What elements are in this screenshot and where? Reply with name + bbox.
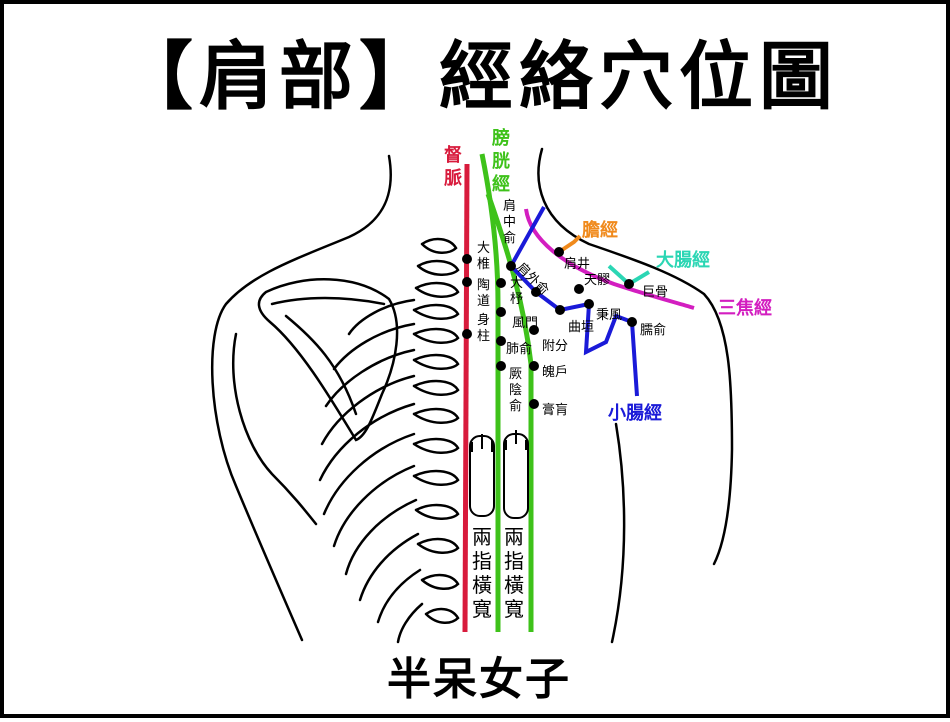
right-back-outline bbox=[610, 422, 626, 644]
point-fufen-label: 附分 bbox=[542, 339, 568, 354]
bladder-meridian-label: 膀 胱 經 bbox=[491, 127, 510, 195]
point-jueyinshu-dot bbox=[496, 361, 506, 371]
point-jugu-dot bbox=[624, 279, 634, 289]
point-dazhu-label: 大 杼 bbox=[510, 276, 523, 307]
left-neck-shoulder-outline bbox=[210, 154, 392, 642]
point-jianzhongshu-dot bbox=[506, 261, 516, 271]
scapula bbox=[257, 278, 399, 442]
point-jianjing-dot bbox=[554, 247, 564, 257]
point-feishu-dot bbox=[496, 336, 506, 346]
jueyinshu-char-2: 陰 bbox=[509, 383, 522, 398]
point-naoshu-dot bbox=[627, 317, 637, 327]
point-fengmen-label: 風門 bbox=[512, 316, 538, 331]
dazhui-char-1: 大 bbox=[477, 241, 490, 256]
du-meridian-line bbox=[462, 163, 470, 633]
point-shenzhu-dot bbox=[462, 329, 472, 339]
san-jiao-meridian-line bbox=[524, 208, 695, 310]
page-title: 【肩部】經絡穴位圖 bbox=[119, 34, 839, 120]
point-pohu-dot bbox=[529, 361, 539, 371]
right-neck-shoulder-outline bbox=[537, 147, 734, 566]
taodao-char-2: 道 bbox=[477, 294, 490, 309]
point-quyuan-label: 曲垣 bbox=[568, 320, 594, 335]
point-gaohuang-dot bbox=[529, 399, 539, 409]
ribs bbox=[318, 298, 424, 644]
du-label-char-1: 督 bbox=[444, 144, 462, 166]
scapula-edge bbox=[284, 314, 358, 416]
point-taodao-dot bbox=[462, 277, 472, 287]
point-tianliao-dot bbox=[574, 284, 584, 294]
point-taodao-label: 陶 道 bbox=[477, 277, 490, 309]
width-right-char-3: 橫 bbox=[504, 573, 524, 597]
width-left-char-2: 指 bbox=[472, 549, 492, 573]
bladder-meridian-outer-line bbox=[485, 193, 534, 632]
width-label-right: 兩 指 橫 寬 bbox=[504, 525, 524, 621]
point-jugu-label: 巨骨 bbox=[642, 285, 668, 300]
large-intestine-meridian-label: 大腸經 bbox=[656, 249, 710, 271]
finger-width-marker bbox=[469, 430, 529, 519]
point-gaohuang-label: 膏肓 bbox=[542, 402, 568, 418]
width-label-left: 兩 指 橫 寬 bbox=[472, 525, 492, 621]
width-right-char-2: 指 bbox=[504, 549, 524, 573]
point-jueyinshu-label: 厥 陰 俞 bbox=[509, 367, 522, 414]
point-dazhu-dot bbox=[496, 278, 506, 288]
point-fengmen-dot bbox=[496, 307, 506, 317]
point-dazhui-label: 大 椎 bbox=[477, 241, 490, 272]
width-left-char-3: 橫 bbox=[472, 573, 492, 597]
width-left-char-1: 兩 bbox=[472, 525, 492, 549]
jueyinshu-char-1: 厥 bbox=[509, 367, 522, 382]
point-naoshu-label: 臑俞 bbox=[640, 322, 666, 338]
humerus bbox=[232, 332, 318, 526]
dazhui-char-2: 椎 bbox=[477, 257, 490, 272]
scapula-spine bbox=[270, 296, 386, 306]
shenzhu-char-1: 身 bbox=[477, 312, 490, 328]
du-label-char-2: 脈 bbox=[444, 167, 462, 189]
point-pohu-label: 魄戶 bbox=[542, 364, 568, 380]
gallbladder-meridian-label: 膽經 bbox=[582, 219, 618, 241]
gallbladder-meridian-line bbox=[557, 234, 582, 254]
small-intestine-meridian-label: 小腸經 bbox=[608, 402, 662, 424]
point-tianliao-label: 天髎 bbox=[584, 273, 610, 288]
shenzhu-char-2: 柱 bbox=[477, 329, 490, 344]
dazhu-char-1: 大 bbox=[510, 276, 523, 291]
width-right-char-1: 兩 bbox=[504, 525, 524, 549]
point-bingfeng-dot bbox=[584, 299, 594, 309]
bladder-meridian-inner-line bbox=[479, 153, 501, 632]
point-jianjing-label: 肩井 bbox=[564, 256, 590, 272]
point-shenzhu-label: 身 柱 bbox=[477, 312, 490, 344]
acupoint-dots bbox=[462, 247, 637, 409]
jianzhongshu-char-1: 肩 bbox=[503, 198, 516, 214]
point-jianwaishu-dot bbox=[531, 287, 541, 297]
point-bingfeng-label: 秉風 bbox=[596, 307, 622, 323]
brand-logo: 半呆女子 bbox=[387, 654, 571, 705]
taodao-char-1: 陶 bbox=[477, 277, 490, 293]
jianzhongshu-char-3: 俞 bbox=[503, 230, 516, 246]
point-quyuan-dot bbox=[555, 305, 565, 315]
jueyinshu-char-3: 俞 bbox=[509, 398, 522, 414]
point-fufen-dot bbox=[529, 325, 539, 335]
width-right-char-4: 寬 bbox=[504, 597, 524, 621]
point-jianzhongshu-label: 肩 中 俞 bbox=[503, 198, 516, 246]
bladder-label-char-2: 胱 bbox=[492, 151, 510, 172]
point-dazhui-dot bbox=[462, 254, 472, 264]
body-outline bbox=[210, 147, 734, 644]
bladder-label-char-1: 膀 bbox=[491, 127, 510, 149]
vertebrae bbox=[412, 237, 460, 624]
san-jiao-meridian-label: 三焦經 bbox=[718, 297, 772, 319]
point-feishu-label: 肺俞 bbox=[506, 341, 532, 357]
acupoint-diagram: 督 脈 膀 胱 經 膽經 大腸經 三焦經 小腸經 大 椎 陶 道 身 柱 肩 中… bbox=[210, 127, 772, 705]
bladder-label-char-3: 經 bbox=[492, 173, 510, 195]
jianzhongshu-char-2: 中 bbox=[503, 215, 516, 230]
width-left-char-4: 寬 bbox=[472, 597, 492, 621]
dazhu-char-2: 杼 bbox=[510, 292, 523, 307]
du-meridian-label: 督 脈 bbox=[444, 144, 462, 189]
